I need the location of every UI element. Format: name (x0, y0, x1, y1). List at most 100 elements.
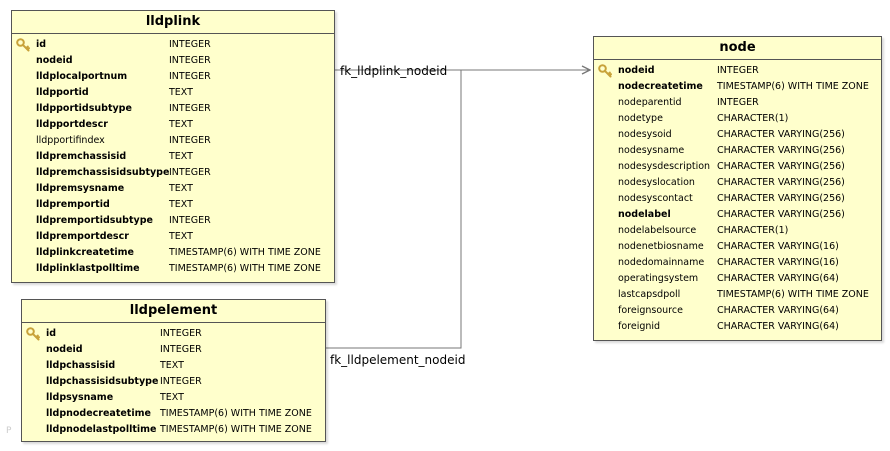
column-type: INTEGER (169, 103, 211, 114)
column-row-operatingsystem[interactable]: operatingsystem CHARACTER VARYING(64) (594, 271, 881, 287)
column-type: INTEGER (169, 55, 211, 66)
column-type: INTEGER (717, 97, 759, 108)
column-name: id (46, 328, 57, 339)
column-type: CHARACTER VARYING(256) (717, 209, 845, 220)
column-row-foreignsource[interactable]: foreignsource CHARACTER VARYING(64) (594, 303, 881, 319)
column-type: INTEGER (717, 65, 759, 76)
column-name: lldpremchassisidsubtype (36, 167, 170, 178)
column-type: TEXT (169, 183, 193, 194)
column-type: INTEGER (169, 39, 211, 50)
column-row-nodeid[interactable]: nodeid INTEGER (594, 63, 881, 79)
column-name: lldpportid (36, 87, 89, 98)
column-row-foreignid[interactable]: foreignid CHARACTER VARYING(64) (594, 319, 881, 335)
watermark-text: P (6, 426, 12, 436)
column-name: lldpsysname (46, 392, 114, 403)
column-name: lldplinklastpolltime (36, 263, 140, 274)
column-type: CHARACTER VARYING(256) (717, 145, 845, 156)
column-name: foreignsource (618, 305, 683, 316)
column-row-lldpportdescr[interactable]: lldpportdescr TEXT (12, 117, 334, 133)
column-name: lldpnodecreatetime (46, 408, 151, 419)
column-row-lldplinklastpolltime[interactable]: lldplinklastpolltime TIMESTAMP(6) WITH TI… (12, 261, 334, 277)
column-row-id[interactable]: id INTEGER (12, 37, 334, 53)
column-type: INTEGER (160, 328, 202, 339)
column-type: TEXT (169, 119, 193, 130)
column-name: nodeid (618, 65, 655, 76)
column-name: foreignid (618, 321, 661, 332)
column-row-lldpremchassisid[interactable]: lldpremchassisid TEXT (12, 149, 334, 165)
column-name: lldpportdescr (36, 119, 108, 130)
column-type: CHARACTER VARYING(256) (717, 193, 845, 204)
column-row-nodeid[interactable]: nodeid INTEGER (22, 342, 325, 358)
column-type: TIMESTAMP(6) WITH TIME ZONE (717, 289, 869, 300)
column-name: lldpremportidsubtype (36, 215, 153, 226)
column-name: nodesysoid (618, 129, 672, 140)
column-name: nodeid (46, 344, 83, 355)
fk-lldpelement-nodeid-label: fk_lldpelement_nodeid (330, 353, 466, 367)
column-type: CHARACTER VARYING(64) (717, 321, 839, 332)
column-type: INTEGER (160, 344, 202, 355)
column-type: INTEGER (169, 71, 211, 82)
column-type: TEXT (169, 199, 193, 210)
column-name: id (36, 39, 47, 50)
column-type: TIMESTAMP(6) WITH TIME ZONE (169, 263, 321, 274)
column-row-nodesyscontact[interactable]: nodesyscontact CHARACTER VARYING(256) (594, 191, 881, 207)
fk-lldplink-nodeid-label: fk_lldplink_nodeid (340, 64, 448, 78)
column-type: CHARACTER(1) (717, 225, 789, 236)
column-type: INTEGER (169, 135, 211, 146)
column-name: nodenetbiosname (618, 241, 704, 252)
column-type: TIMESTAMP(6) WITH TIME ZONE (160, 408, 312, 419)
column-type: TIMESTAMP(6) WITH TIME ZONE (717, 81, 869, 92)
table-title: lldplink (12, 11, 334, 34)
column-type: TEXT (169, 151, 193, 162)
column-type: CHARACTER VARYING(16) (717, 257, 839, 268)
key-icon (598, 64, 612, 78)
column-row-lldpremsysname[interactable]: lldpremsysname TEXT (12, 181, 334, 197)
column-type: CHARACTER(1) (717, 113, 789, 124)
column-type: CHARACTER VARYING(64) (717, 305, 839, 316)
column-type: TEXT (160, 392, 184, 403)
column-row-id[interactable]: id INTEGER (22, 326, 325, 342)
column-name: nodesyscontact (618, 193, 693, 204)
column-type: CHARACTER VARYING(64) (717, 273, 839, 284)
column-name: lldpportidsubtype (36, 103, 132, 114)
column-name: operatingsystem (618, 273, 699, 284)
column-name: lldpremchassisid (36, 151, 127, 162)
column-name: lldpremsysname (36, 183, 125, 194)
column-row-lldpnodecreatetime[interactable]: lldpnodecreatetime TIMESTAMP(6) WITH TIME… (22, 406, 325, 422)
column-name: lldpnodelastpolltime (46, 424, 157, 435)
column-type: INTEGER (169, 167, 211, 178)
column-row-lldpportidsubtype[interactable]: lldpportidsubtype INTEGER (12, 101, 334, 117)
column-row-lldpsysname[interactable]: lldpsysname TEXT (22, 390, 325, 406)
column-name: lldpchassisid (46, 360, 116, 371)
